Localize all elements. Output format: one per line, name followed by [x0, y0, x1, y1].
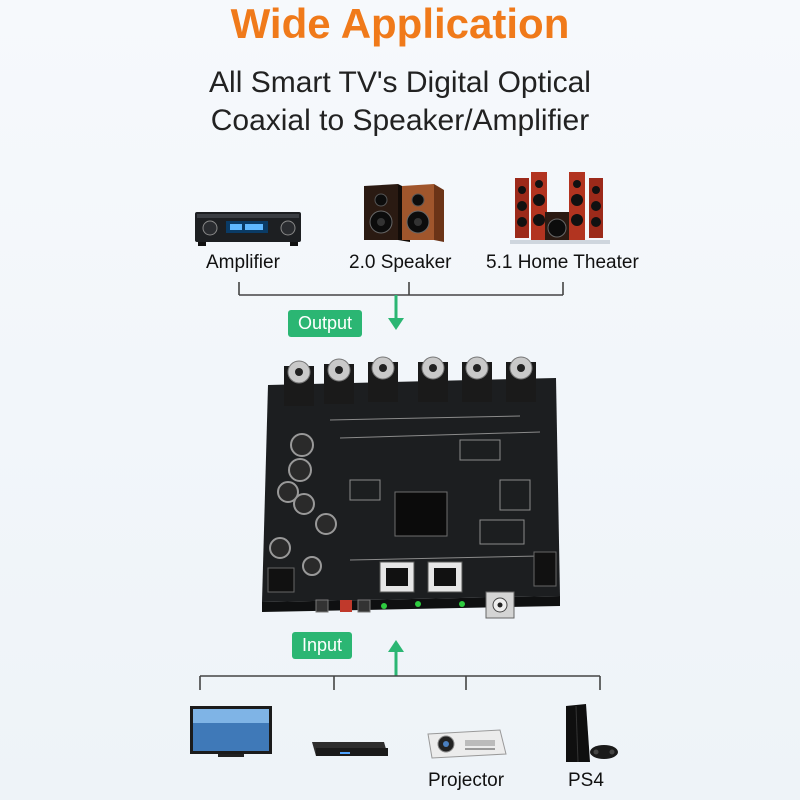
page-title: Wide Application [230, 0, 570, 47]
coaxial-input [485, 591, 515, 619]
optical-inputs [379, 561, 465, 607]
capacitors [269, 433, 337, 576]
device-label-home-theater: 5.1 Home Theater [486, 252, 639, 273]
ps4-icon [566, 704, 618, 763]
device-label-ps4: PS4 [568, 770, 604, 791]
output-arrow [388, 295, 404, 330]
subtitle-line-1: All Smart TV's Digital Optical [209, 66, 591, 99]
home-theater-icon [510, 172, 610, 244]
set-top-box-icon [312, 742, 388, 756]
input-connector-lines [199, 675, 601, 690]
main-chip [394, 491, 448, 537]
amplifier-icon [195, 212, 301, 246]
device-label-amplifier: Amplifier [206, 252, 280, 273]
output-badge: Output [288, 310, 363, 337]
projector-icon [427, 729, 507, 759]
pcb-traces [329, 415, 541, 561]
input-arrow [388, 640, 404, 676]
device-label-projector: Projector [428, 770, 505, 791]
page-subtitle: All Smart TV's Digital Optical Coaxial t… [0, 64, 800, 140]
output-connector-lines [238, 282, 564, 296]
decoder-board-icon [262, 356, 560, 619]
tv-icon [190, 706, 272, 757]
speaker-icon [364, 184, 444, 242]
rca-jacks [284, 356, 536, 406]
device-label-2-0-speaker: 2.0 Speaker [349, 252, 452, 273]
input-badge: Input [292, 632, 353, 659]
subtitle-line-2: Coaxial to Speaker/Amplifier [210, 104, 590, 137]
